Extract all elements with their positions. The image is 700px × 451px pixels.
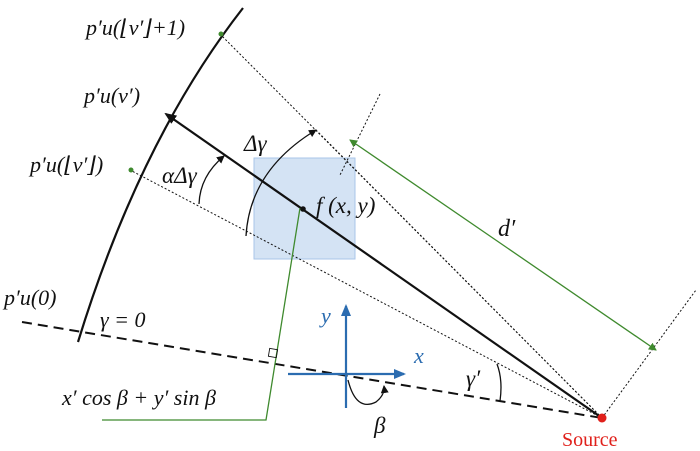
alpha-delta-gamma-arc xyxy=(198,155,225,205)
label-source: Source xyxy=(562,429,618,451)
label-pu-v: p′u(v′) xyxy=(82,83,140,108)
label-pu-floor: p′u(⌊v′⌋) xyxy=(28,152,103,177)
label-alpha-delta-gamma: αΔγ xyxy=(162,163,198,188)
label-beta: β xyxy=(373,413,386,438)
distance-d-prime-line xyxy=(349,139,657,351)
beta-arc xyxy=(347,379,389,406)
detector-point-floor-plus1 xyxy=(218,31,224,37)
detector-arc xyxy=(76,7,244,343)
pixel-center-point xyxy=(300,206,306,212)
label-pu-floor-plus1: p′u(⌊v′⌋+1) xyxy=(84,15,185,40)
label-projection-expr: x′ cos β + y′ sin β xyxy=(61,385,216,410)
gamma-zero-line xyxy=(21,321,603,419)
right-angle-marker xyxy=(267,347,279,359)
label-y-axis: y xyxy=(319,303,331,328)
label-gamma-prime: γ′ xyxy=(466,366,481,391)
label-f-xy: f (x, y) xyxy=(316,193,375,218)
delta-gamma-arc xyxy=(245,129,317,237)
detector-point-floor xyxy=(128,167,134,173)
label-d-prime: d′ xyxy=(498,216,516,242)
ray-perp-outer xyxy=(339,93,381,176)
label-pu-zero: p′u(0) xyxy=(2,285,56,310)
label-x-axis: x xyxy=(413,343,424,368)
ray-perp-source xyxy=(601,289,697,419)
label-gamma-zero: γ = 0 xyxy=(100,307,146,332)
ray-floor xyxy=(129,169,603,419)
gamma-prime-arc xyxy=(496,363,502,402)
source-point xyxy=(597,413,607,423)
central-ray xyxy=(164,112,603,419)
label-delta-gamma: Δγ xyxy=(243,131,267,156)
projection-leader xyxy=(102,207,301,421)
